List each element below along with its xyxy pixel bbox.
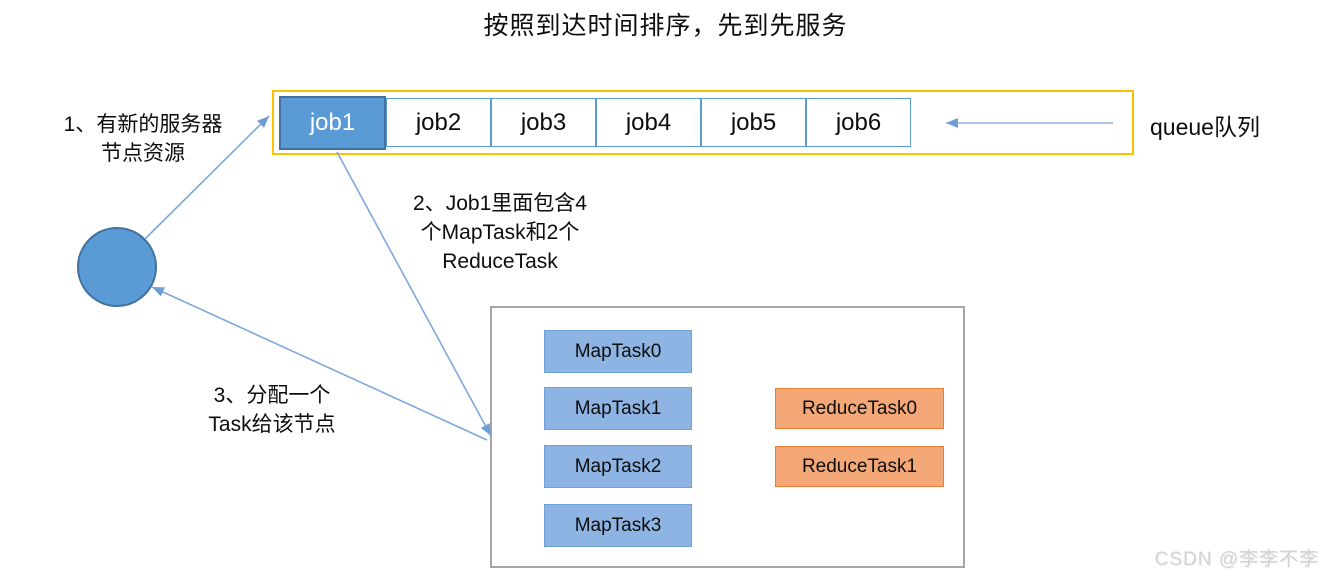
queue-job-6: job6 <box>806 98 911 147</box>
map-task-box: MapTask2 <box>544 445 692 488</box>
reduce-task-box: ReduceTask0 <box>775 388 944 429</box>
annotation-step1: 1、有新的服务器 节点资源 <box>28 110 258 168</box>
task-container: MapTask0 MapTask1 MapTask2 MapTask3 Redu… <box>490 306 965 568</box>
annotation-step1-line1: 1、有新的服务器 <box>63 113 223 136</box>
server-node-circle <box>77 227 157 307</box>
queue-job-2: job2 <box>386 98 491 147</box>
queue-label: queue队列 <box>1150 114 1260 140</box>
annotation-step2-line2: 个MapTask和2个 <box>420 221 580 244</box>
annotation-step3: 3、分配一个 Task给该节点 <box>160 381 384 439</box>
annotation-step2-line3: ReduceTask <box>442 250 558 273</box>
map-task-box: MapTask3 <box>544 504 692 547</box>
watermark: CSDN @李李不李 <box>1154 549 1319 570</box>
annotation-step3-line1: 3、分配一个 <box>213 384 331 407</box>
queue-job-3: job3 <box>491 98 596 147</box>
queue-job-5: job5 <box>701 98 806 147</box>
map-task-box: MapTask1 <box>544 387 692 430</box>
annotation-step2: 2、Job1里面包含4 个MapTask和2个 ReduceTask <box>375 189 625 276</box>
queue-job-4: job4 <box>596 98 701 147</box>
reduce-task-box: ReduceTask1 <box>775 446 944 487</box>
annotation-step2-line1: 2、Job1里面包含4 <box>413 192 587 215</box>
diagram-title: 按照到达时间排序，先到先服务 <box>483 12 848 40</box>
queue-job-1: job1 <box>279 96 386 150</box>
map-task-box: MapTask0 <box>544 330 692 373</box>
queue-container: job1 job2 job3 job4 job5 job6 <box>272 90 1134 155</box>
annotation-step1-line2: 节点资源 <box>101 142 185 165</box>
annotation-step3-line2: Task给该节点 <box>208 413 336 436</box>
